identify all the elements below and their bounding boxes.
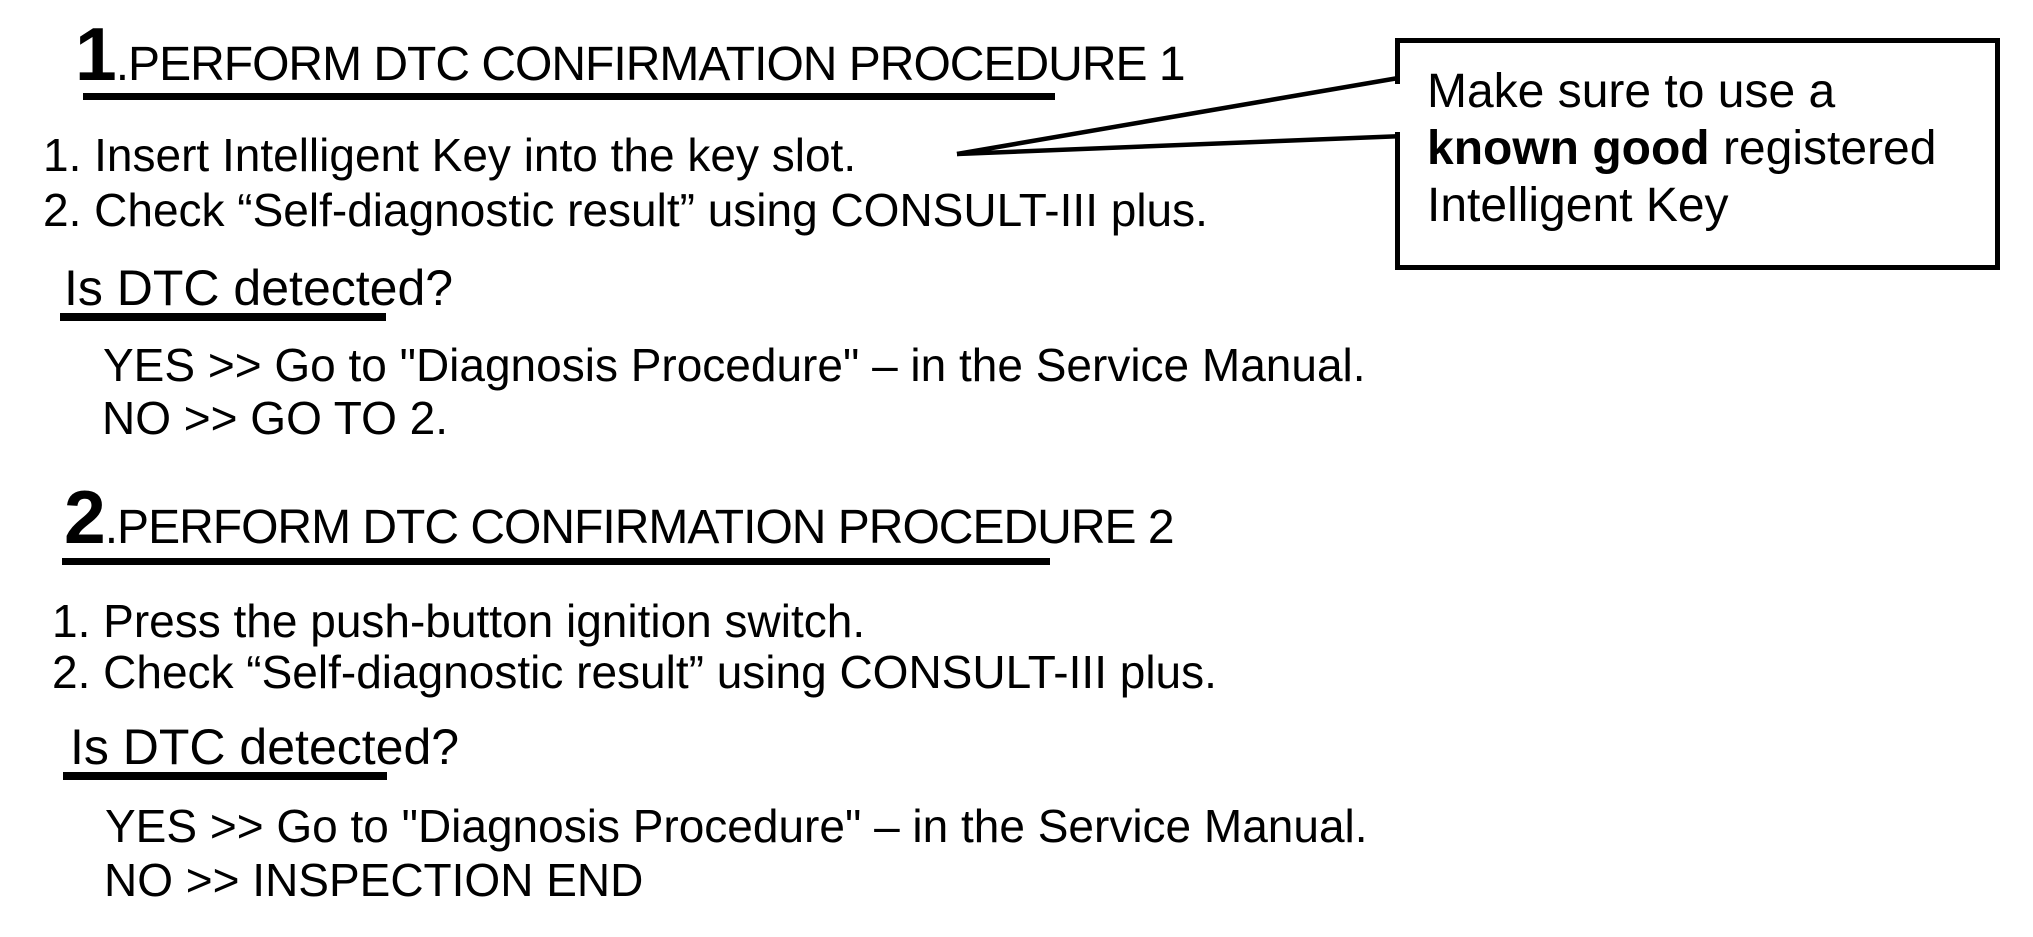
leader-line-upper xyxy=(956,74,1405,157)
callout-bold-text: known good xyxy=(1427,122,1710,175)
section-1-no-line: NO >> GO TO 2. xyxy=(102,392,448,444)
section-2-heading: 2.PERFORM DTC CONFIRMATION PROCEDURE 2 xyxy=(64,475,1175,563)
section-1-heading: 1.PERFORM DTC CONFIRMATION PROCEDURE 1 xyxy=(75,12,1186,100)
section-2-title: .PERFORM DTC CONFIRMATION PROCEDURE 2 xyxy=(104,501,1175,554)
section-1-number: 1 xyxy=(75,12,117,96)
callout-line-3: Intelligent Key xyxy=(1427,179,1729,232)
callout-line-2-rest: registered xyxy=(1709,122,1937,175)
section-2-step-1: 1. Press the push-button ignition switch… xyxy=(52,595,866,647)
section-2-question-underline xyxy=(63,772,387,780)
section-1-yes-line: YES >> Go to "Diagnosis Procedure" – in … xyxy=(103,339,1366,391)
section-1-question: Is DTC detected? xyxy=(64,260,454,316)
section-1-step-1: 1. Insert Intelligent Key into the key s… xyxy=(43,129,857,181)
section-2-number: 2 xyxy=(64,475,106,559)
section-2-step-2: 2. Check “Self-diagnostic result” using … xyxy=(52,646,1217,698)
section-2-heading-underline xyxy=(62,558,1050,565)
callout-note: Make sure to use a known good registered… xyxy=(1427,63,1936,234)
callout-line-2: known good registered xyxy=(1427,120,1936,177)
section-1-title: .PERFORM DTC CONFIRMATION PROCEDURE 1 xyxy=(115,38,1186,91)
section-1-question-underline xyxy=(60,313,386,321)
callout-box-left-border-top xyxy=(1395,38,1400,84)
callout-box-left-border-bottom xyxy=(1395,132,1400,270)
callout-box xyxy=(1395,38,2000,270)
callout-line-1: Make sure to use a xyxy=(1427,65,1836,118)
section-2-yes-line: YES >> Go to "Diagnosis Procedure" – in … xyxy=(105,800,1368,852)
section-1-heading-underline xyxy=(83,93,1055,100)
section-2-question: Is DTC detected? xyxy=(70,719,460,775)
section-1-step-2: 2. Check “Self-diagnostic result” using … xyxy=(43,184,1208,236)
section-2-no-line: NO >> INSPECTION END xyxy=(104,854,644,906)
leader-line-lower xyxy=(956,133,1405,157)
